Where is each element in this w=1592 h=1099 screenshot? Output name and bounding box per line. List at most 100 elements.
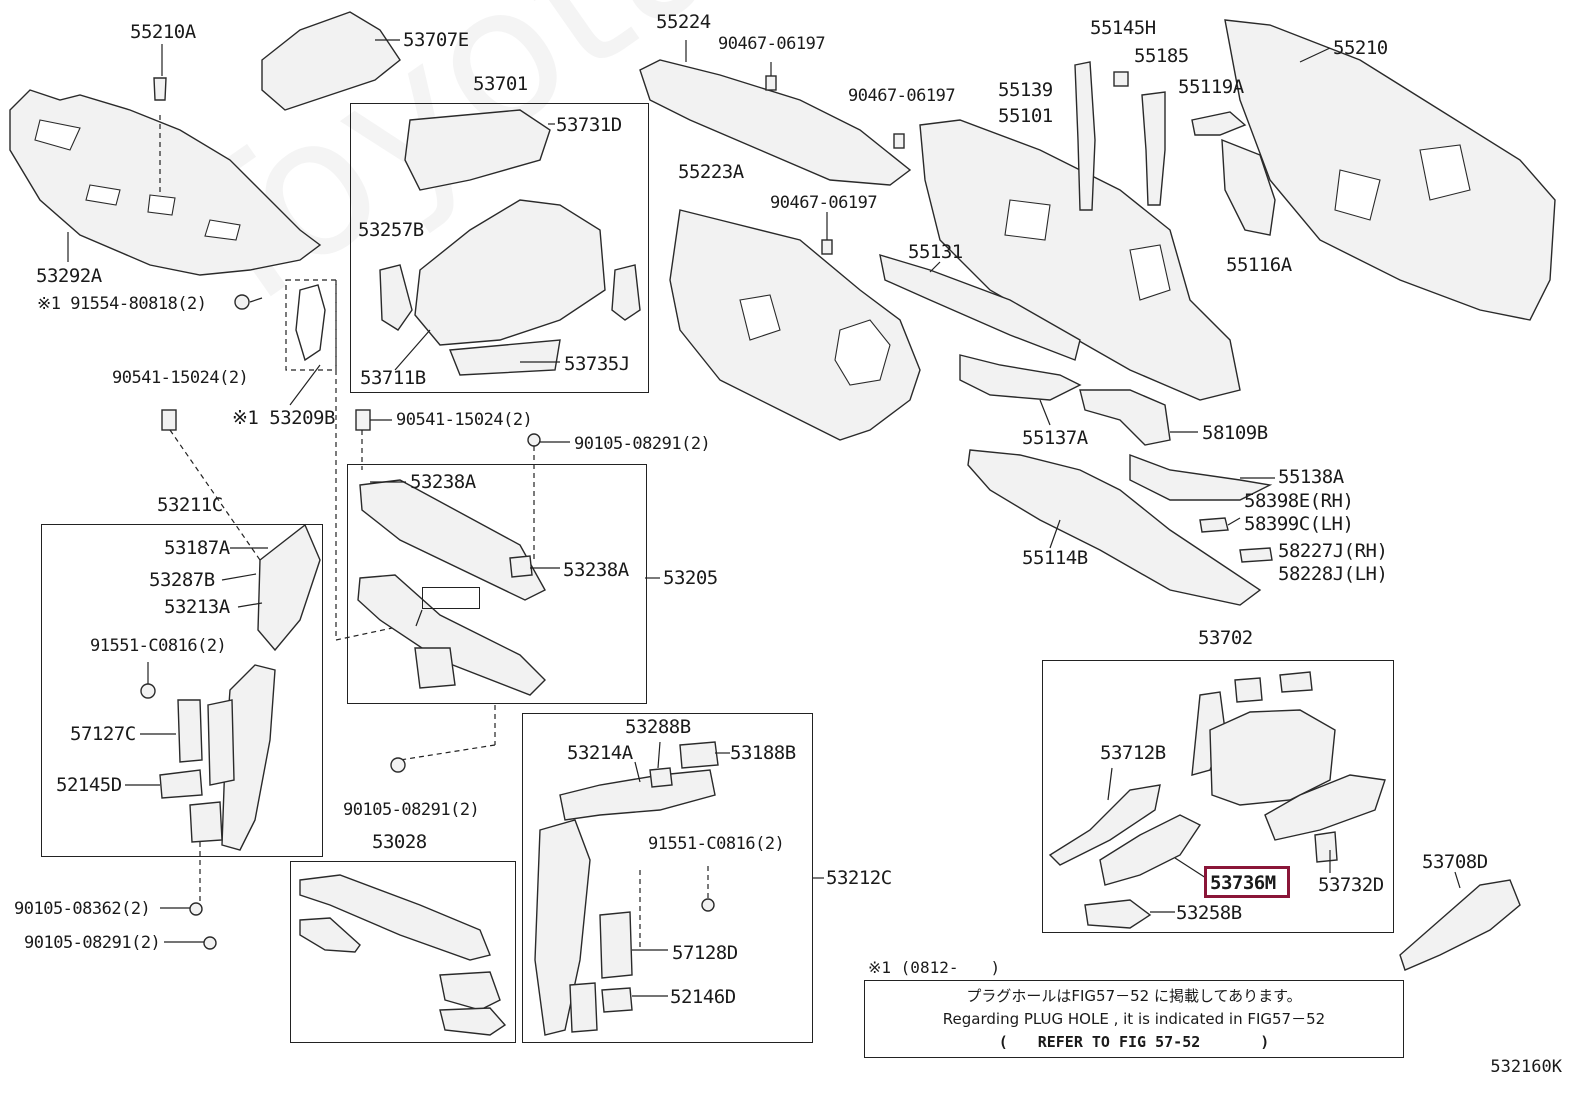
note-line-refer[interactable]: ( REFER TO FIG 57-52 ) <box>998 1033 1270 1051</box>
label-53711B[interactable]: 53711B <box>360 367 426 389</box>
label-53288B[interactable]: 53288B <box>625 716 691 738</box>
label-53292A[interactable]: 53292A <box>36 265 102 287</box>
label-55137A[interactable]: 55137A <box>1022 427 1088 449</box>
label-90541-a[interactable]: 90541-15024(2) <box>112 368 249 388</box>
bolt-91554 <box>234 294 250 310</box>
part-53257B-shape <box>379 264 413 331</box>
part-55185-shape <box>1141 91 1166 206</box>
label-55210[interactable]: 55210 <box>1333 37 1388 59</box>
label-91551-a[interactable]: 91551-C0816(2) <box>90 636 227 656</box>
group-box-53205 <box>347 464 647 704</box>
part-53707E-shape <box>261 11 401 111</box>
label-53028[interactable]: 53028 <box>372 831 427 853</box>
label-53735J[interactable]: 53735J <box>564 353 630 375</box>
label-53211C[interactable]: 53211C <box>157 494 223 516</box>
label-90105-d[interactable]: 90105-08291(2) <box>24 933 161 953</box>
part-53205-upper-shape <box>359 479 546 601</box>
label-53708D[interactable]: 53708D <box>1422 851 1488 873</box>
label-53238A-a[interactable]: 53238A <box>410 471 476 493</box>
part-53209B-shape <box>295 284 326 362</box>
bolt-90105-d <box>203 936 217 950</box>
label-53187A[interactable]: 53187A <box>164 537 230 559</box>
part-55223A-shape <box>669 209 921 441</box>
screw-90467-a <box>765 75 777 91</box>
label-55210A[interactable]: 55210A <box>130 21 196 43</box>
nut-90541-a <box>161 409 177 431</box>
part-55119A-shape <box>1191 111 1247 136</box>
label-55223A[interactable]: 55223A <box>678 161 744 183</box>
bolt-90105-c <box>189 902 203 916</box>
label-53736M[interactable]: 53736M <box>1210 872 1276 894</box>
label-53212C[interactable]: 53212C <box>826 867 892 889</box>
bolt-90105-a <box>527 433 541 447</box>
screw-90467-c <box>821 239 833 255</box>
nut-90541-b <box>355 409 371 431</box>
label-53702[interactable]: 53702 <box>1198 627 1253 649</box>
label-55145H[interactable]: 55145H <box>1090 17 1156 39</box>
part-53213A-shape <box>257 523 321 652</box>
part-55138A-shape <box>1129 453 1273 501</box>
label-53258B[interactable]: 53258B <box>1176 902 1242 924</box>
part-53702-apron-shape <box>1209 709 1336 806</box>
note-line-ja: プラグホールはFIG57－52 に掲載してあります。 <box>966 987 1302 1005</box>
label-55224[interactable]: 55224 <box>656 11 711 33</box>
part-58109B-shape <box>1079 389 1171 446</box>
screw-90467-b <box>893 133 905 149</box>
label-53707E[interactable]: 53707E <box>403 29 469 51</box>
label-55116A[interactable]: 55116A <box>1226 254 1292 276</box>
label-90467-a[interactable]: 90467-06197 <box>718 34 826 54</box>
label-53257B[interactable]: 53257B <box>358 219 424 241</box>
label-53712B[interactable]: 53712B <box>1100 742 1166 764</box>
part-52145D-shape <box>159 769 203 799</box>
label-55138A[interactable]: 55138A <box>1278 466 1344 488</box>
label-55101[interactable]: 55101 <box>998 105 1053 127</box>
label-53287B[interactable]: 53287B <box>149 569 215 591</box>
group-box-53211C <box>41 524 323 857</box>
label-90541-b[interactable]: 90541-15024(2) <box>396 410 533 430</box>
label-91554[interactable]: ※1 91554-80818(2) <box>37 294 207 314</box>
label-91551-b[interactable]: 91551-C0816(2) <box>648 834 785 854</box>
label-55131[interactable]: 55131 <box>908 241 963 263</box>
part-53028-shape <box>299 874 491 961</box>
label-53188B[interactable]: 53188B <box>730 742 796 764</box>
label-53213A[interactable]: 53213A <box>164 596 230 618</box>
part-53731D-shape <box>404 109 551 191</box>
label-90467-c[interactable]: 90467-06197 <box>770 193 878 213</box>
part-57127C-pillar-shape <box>221 664 276 851</box>
label-55139[interactable]: 55139 <box>998 79 1053 101</box>
label-52146D[interactable]: 52146D <box>670 986 736 1008</box>
label-57127C[interactable]: 57127C <box>70 723 136 745</box>
label-53238A-b[interactable]: 53238A <box>563 559 629 581</box>
part-55210-shape <box>1224 19 1556 321</box>
label-58399C[interactable]: 58399C(LH) <box>1244 513 1354 535</box>
label-53205[interactable]: 53205 <box>663 567 718 589</box>
label-55114B[interactable]: 55114B <box>1022 547 1088 569</box>
part-55101-shape <box>919 119 1241 401</box>
label-53731D[interactable]: 53731D <box>556 114 622 136</box>
label-52145D[interactable]: 52145D <box>56 774 122 796</box>
label-58227J[interactable]: 58227J(RH) <box>1278 540 1388 562</box>
part-53214A-shape <box>559 769 716 821</box>
part-53712B-shape <box>1048 784 1161 866</box>
label-58109B[interactable]: 58109B <box>1202 422 1268 444</box>
label-58398E[interactable]: 58398E(RH) <box>1244 490 1354 512</box>
label-53214A[interactable]: 53214A <box>567 742 633 764</box>
label-53732D[interactable]: 53732D <box>1318 874 1384 896</box>
label-55119A[interactable]: 55119A <box>1178 76 1244 98</box>
label-58228J[interactable]: 58228J(LH) <box>1278 563 1388 585</box>
label-55185[interactable]: 55185 <box>1134 45 1189 67</box>
part-58227J-shape <box>1239 547 1273 563</box>
label-90105-c[interactable]: 90105-08362(2) <box>14 899 151 919</box>
part-55139-shape <box>1074 61 1096 211</box>
label-90467-b[interactable]: 90467-06197 <box>848 86 956 106</box>
label-53209B[interactable]: ※1 53209B <box>232 407 335 429</box>
label-90105-b[interactable]: 90105-08291(2) <box>343 800 480 820</box>
label-90105-a[interactable]: 90105-08291(2) <box>574 434 711 454</box>
highlight-53736M <box>1204 866 1290 898</box>
label-57128D[interactable]: 57128D <box>672 942 738 964</box>
part-53736M-shape <box>1099 814 1202 886</box>
label-53701[interactable]: 53701 <box>473 73 528 95</box>
plug-hole-note: プラグホールはFIG57－52 に掲載してあります。 Regarding PLU… <box>864 980 1404 1058</box>
